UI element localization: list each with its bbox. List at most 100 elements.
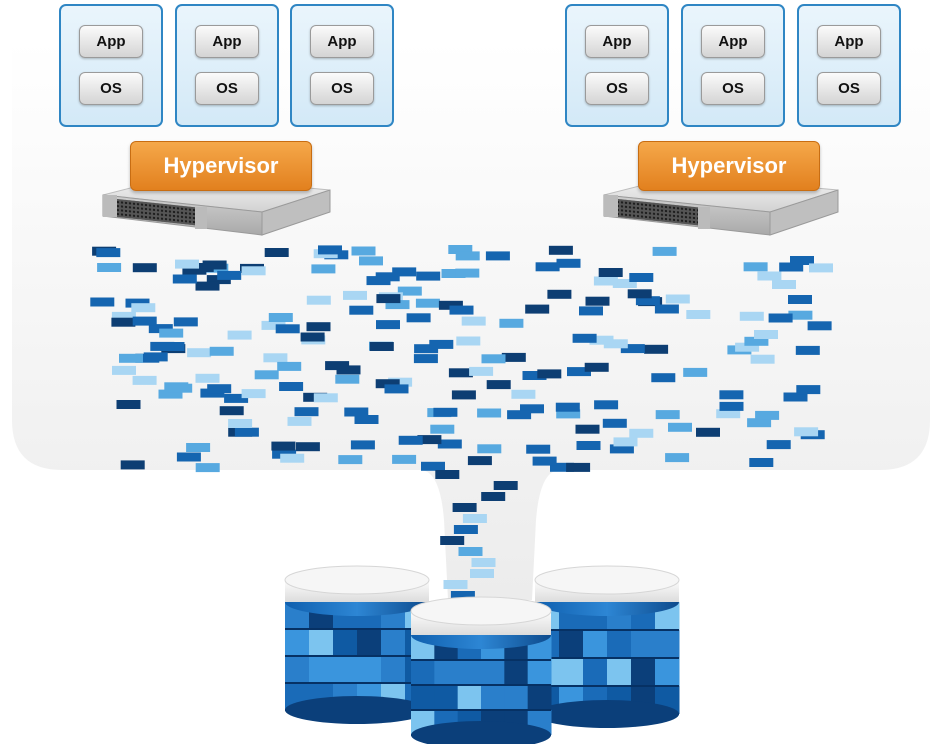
io-block bbox=[313, 393, 338, 403]
io-block bbox=[576, 441, 601, 450]
io-block bbox=[227, 330, 252, 340]
io-block bbox=[275, 324, 300, 334]
io-block bbox=[593, 276, 618, 286]
io-block bbox=[556, 258, 581, 268]
io-block bbox=[209, 346, 234, 356]
io-block bbox=[535, 262, 560, 272]
io-block bbox=[219, 406, 244, 416]
io-block bbox=[602, 418, 627, 428]
io-block bbox=[433, 407, 458, 417]
io-block-cloud bbox=[90, 245, 833, 611]
vm-box: App OS bbox=[175, 4, 279, 127]
os-chip: OS bbox=[817, 72, 881, 105]
io-block bbox=[175, 259, 199, 269]
io-block bbox=[311, 264, 336, 274]
io-block bbox=[413, 354, 438, 364]
vm-box: App OS bbox=[797, 4, 901, 127]
io-block bbox=[627, 289, 652, 299]
io-block bbox=[443, 580, 468, 589]
io-block bbox=[338, 455, 363, 465]
io-block bbox=[343, 290, 367, 300]
io-block bbox=[263, 353, 288, 363]
io-block bbox=[217, 270, 242, 280]
io-block bbox=[384, 384, 409, 394]
io-block bbox=[158, 389, 183, 399]
io-block bbox=[187, 348, 212, 358]
io-block bbox=[414, 344, 439, 354]
io-block bbox=[609, 444, 634, 454]
io-block bbox=[716, 409, 741, 419]
io-block bbox=[754, 330, 778, 339]
io-block bbox=[807, 321, 832, 331]
io-block bbox=[143, 352, 168, 362]
os-chip: OS bbox=[701, 72, 765, 105]
io-block bbox=[651, 373, 676, 383]
io-block bbox=[766, 440, 791, 450]
io-block bbox=[268, 313, 293, 322]
io-block bbox=[655, 410, 680, 420]
io-block bbox=[335, 374, 360, 384]
io-block bbox=[111, 311, 136, 321]
io-block bbox=[453, 525, 478, 534]
io-block bbox=[749, 458, 774, 467]
io-block bbox=[416, 271, 441, 281]
io-block bbox=[96, 248, 121, 258]
io-block bbox=[132, 375, 157, 385]
io-block bbox=[351, 246, 376, 256]
io-block bbox=[455, 251, 480, 261]
io-block bbox=[388, 377, 413, 387]
io-block bbox=[455, 268, 480, 278]
io-block bbox=[556, 409, 581, 419]
io-block bbox=[116, 400, 141, 409]
io-block bbox=[499, 318, 524, 328]
io-block bbox=[585, 296, 610, 306]
io-block bbox=[448, 368, 473, 378]
io-block bbox=[566, 462, 591, 472]
io-block bbox=[392, 267, 417, 277]
io-block bbox=[629, 428, 654, 438]
io-block bbox=[537, 369, 562, 379]
os-chip: OS bbox=[195, 72, 259, 105]
io-block bbox=[790, 256, 814, 265]
io-block bbox=[369, 342, 394, 351]
io-block bbox=[168, 383, 193, 393]
io-block bbox=[435, 470, 460, 479]
io-block bbox=[794, 427, 819, 437]
io-block bbox=[111, 317, 136, 327]
io-block bbox=[747, 418, 772, 428]
io-block bbox=[430, 424, 455, 434]
io-block bbox=[90, 297, 115, 307]
io-block bbox=[743, 262, 768, 272]
io-block bbox=[449, 305, 474, 315]
io-block bbox=[349, 305, 374, 315]
io-block bbox=[772, 280, 796, 289]
io-block bbox=[493, 481, 518, 490]
io-block bbox=[438, 300, 463, 310]
hypervisor-label: Hypervisor bbox=[130, 141, 312, 191]
io-block bbox=[757, 271, 782, 281]
io-block bbox=[485, 251, 510, 261]
io-block bbox=[526, 444, 551, 454]
vm-box: App OS bbox=[290, 4, 394, 127]
os-chip: OS bbox=[310, 72, 374, 105]
io-block bbox=[397, 286, 422, 296]
io-block bbox=[271, 441, 296, 451]
io-block bbox=[719, 401, 744, 411]
io-block bbox=[520, 404, 544, 414]
io-block bbox=[575, 424, 600, 434]
io-block bbox=[207, 384, 232, 394]
io-block bbox=[788, 310, 813, 320]
io-block bbox=[441, 269, 466, 278]
io-block bbox=[525, 304, 550, 314]
io-block bbox=[417, 435, 442, 445]
io-block bbox=[159, 328, 184, 338]
io-block bbox=[448, 245, 473, 254]
io-block bbox=[511, 389, 536, 399]
io-block bbox=[120, 460, 145, 470]
io-block bbox=[555, 402, 580, 412]
io-block bbox=[598, 268, 623, 277]
io-block bbox=[469, 366, 494, 376]
io-block bbox=[452, 503, 477, 512]
io-block bbox=[195, 373, 220, 383]
